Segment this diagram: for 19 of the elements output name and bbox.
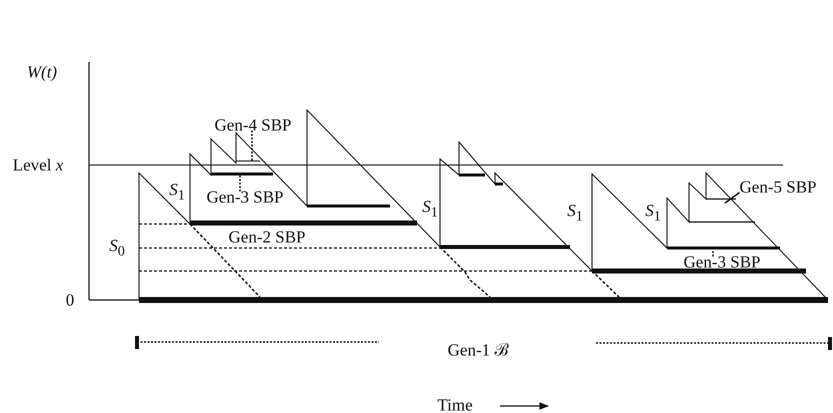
- callout-label: Gen-5 SBP: [740, 178, 816, 196]
- callout-label: Gen-3 SBP: [206, 188, 284, 206]
- leader-line: [251, 130, 253, 161]
- leader-line: [724, 192, 740, 204]
- axis-label: Level x: [12, 156, 64, 174]
- segment-label: S$_{0}$: [109, 237, 125, 259]
- axis-label: W(t): [26, 64, 58, 80]
- segment-label: S$_{1}$: [645, 202, 661, 224]
- callout-label: Gen-4 SBP: [214, 116, 292, 134]
- leader-line: [712, 247, 714, 256]
- bracket-label: Gen-1 ℬ: [448, 342, 508, 358]
- leader-line: [239, 175, 241, 192]
- axis-label: Time: [437, 396, 473, 413]
- callout-label: Gen-3 SBP: [684, 254, 760, 270]
- tick-label: 0: [66, 292, 74, 308]
- segment-label: S$_{1}$: [169, 181, 185, 203]
- segment-label: S$_{1}$: [422, 198, 438, 220]
- callout-label: Gen-2 SBP: [228, 228, 306, 246]
- segment-label: S$_{1}$: [567, 202, 583, 224]
